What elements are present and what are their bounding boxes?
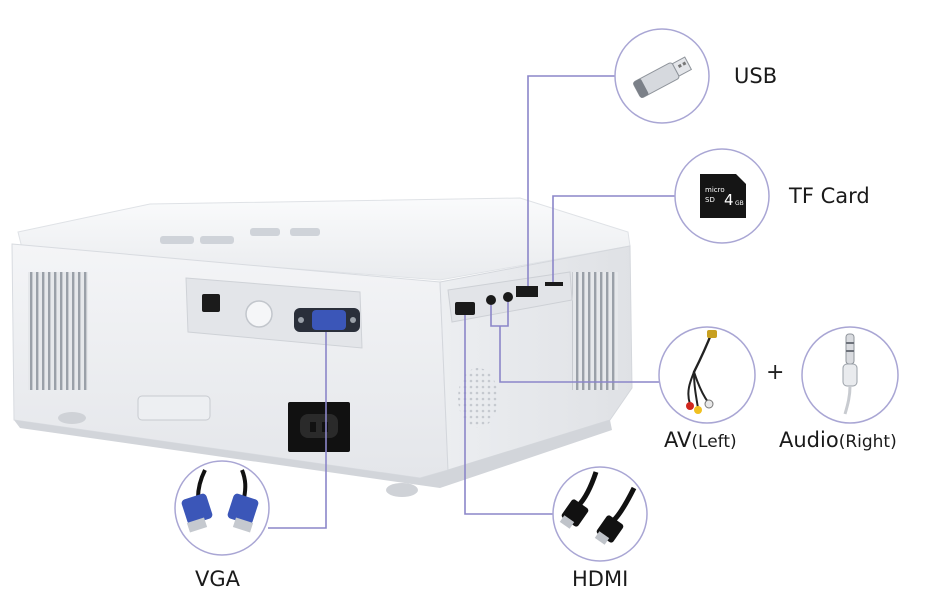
av-rca-cable-icon [686, 330, 717, 414]
tf-card-connector-line [552, 195, 676, 282]
usb-icon-circle [614, 28, 710, 124]
power-button [245, 300, 273, 328]
usb-connector-line [527, 75, 617, 286]
av-label-side: (Left) [691, 432, 737, 452]
audio-label-side: (Right) [838, 432, 897, 452]
av-jack [486, 295, 496, 305]
hdmi-icon-circle [552, 466, 648, 562]
audio-label: Audio(Right) [779, 428, 897, 452]
power-socket [288, 402, 350, 452]
vga-connector-line [268, 332, 327, 529]
left-vent [28, 272, 88, 390]
connector-lines [268, 75, 676, 529]
microsd-card-icon: micro SD 4 GB [700, 174, 746, 218]
plus-sign: + [766, 360, 785, 385]
tf-card-icon-circle: micro SD 4 GB [674, 148, 770, 244]
hdmi-cable-icon [559, 471, 637, 545]
audio-icon-circle [801, 326, 899, 424]
hdmi-connector-line [464, 315, 554, 515]
audio-jack [503, 292, 513, 302]
projector-body [11, 197, 633, 497]
usb-flash-drive-icon [633, 56, 693, 98]
usb-port [516, 286, 538, 297]
av-label-main: AV [664, 428, 692, 452]
vga-port [294, 308, 360, 332]
svg-text:4: 4 [724, 191, 734, 209]
av-icon-circle [658, 326, 756, 424]
audio-label-main: Audio [779, 428, 839, 452]
vga-label: VGA [195, 567, 241, 591]
tf-card-slot [545, 282, 563, 286]
hdmi-port [455, 302, 475, 315]
hdmi-label: HDMI [572, 567, 629, 591]
usb-label: USB [734, 64, 778, 88]
battery-latch [137, 395, 211, 421]
av-audio-connector-line [499, 326, 661, 383]
tf-card-label: TF Card [789, 184, 870, 208]
vga-cable-icon [181, 469, 259, 533]
ir-sensor [202, 294, 220, 312]
audio-jack-cable-icon [842, 333, 858, 415]
svg-text:micro: micro [705, 186, 725, 194]
right-vent [572, 272, 618, 390]
av-label: AV(Left) [664, 428, 737, 452]
svg-text:SD: SD [705, 196, 715, 204]
svg-text:GB: GB [735, 200, 744, 207]
vga-icon-circle [174, 460, 270, 556]
speaker-grill [458, 368, 498, 428]
